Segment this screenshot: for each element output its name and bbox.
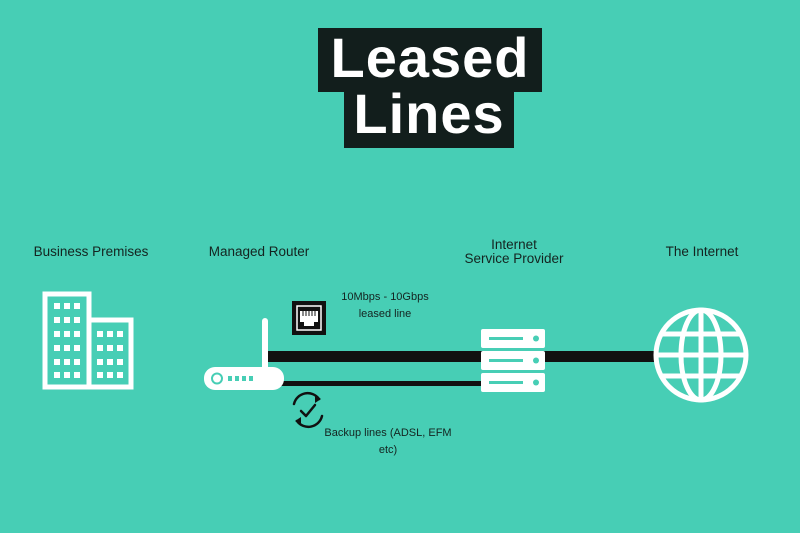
router-icon	[204, 318, 284, 390]
globe-icon	[653, 307, 749, 403]
ethernet-port-icon	[292, 301, 326, 335]
leased-line-label: leased line	[358, 308, 412, 320]
leased-line	[268, 351, 493, 362]
backup-lines-label-1: Backup lines (ADSL, EFM	[324, 427, 452, 439]
title-line-2: Lines	[344, 84, 514, 148]
backup-line	[280, 381, 483, 386]
label-business-premises: Business Premises	[33, 244, 149, 259]
label-isp-line1: Internet	[491, 237, 537, 252]
server-stack-icon	[481, 329, 545, 392]
label-isp-line2: Service Provider	[464, 251, 564, 266]
title-line-1: Leased	[318, 28, 542, 92]
leased-line-speed: 10Mbps - 10Gbps	[341, 291, 429, 303]
label-the-internet: The Internet	[665, 244, 739, 259]
backup-lines-label-2: etc)	[378, 444, 398, 456]
label-managed-router: Managed Router	[208, 244, 310, 259]
backup-sync-icon	[292, 391, 324, 429]
isp-to-internet-line	[540, 351, 658, 362]
building-icon	[42, 291, 134, 390]
